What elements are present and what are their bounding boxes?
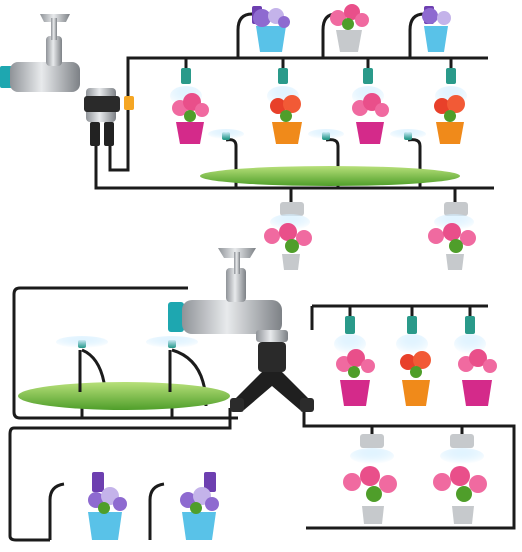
potted-flower-steel <box>433 434 487 524</box>
potted-flower-orange <box>434 95 465 144</box>
top-irrigation-system <box>0 4 494 270</box>
potted-flower-orange <box>270 95 302 144</box>
mist-nozzles-bottom <box>334 316 486 354</box>
potted-flower-magenta <box>352 93 389 144</box>
y-splitter-icon <box>230 372 314 412</box>
potted-flower-steel <box>343 434 397 524</box>
potted-flower-steel <box>330 4 369 52</box>
drip-emitter-icon <box>422 6 451 52</box>
drip-emitter-icon <box>88 472 127 540</box>
drip-emitter-icon <box>180 472 219 540</box>
potted-flower-steel <box>428 202 476 270</box>
potted-flower-steel <box>264 202 312 270</box>
grass-strip-top <box>200 129 460 186</box>
potted-flower-orange <box>400 351 431 406</box>
water-tap-icon <box>0 14 134 146</box>
potted-flower-magenta <box>336 349 375 406</box>
grass-strip-bottom-left <box>18 336 230 410</box>
water-tap-icon <box>168 248 288 372</box>
drip-emitter-icon <box>252 6 290 52</box>
potted-flower-magenta <box>458 349 497 406</box>
potted-flower-magenta <box>172 93 209 144</box>
bottom-irrigation-system <box>8 248 516 542</box>
mist-nozzles-top <box>170 68 467 106</box>
bottom-tubing <box>8 286 516 542</box>
